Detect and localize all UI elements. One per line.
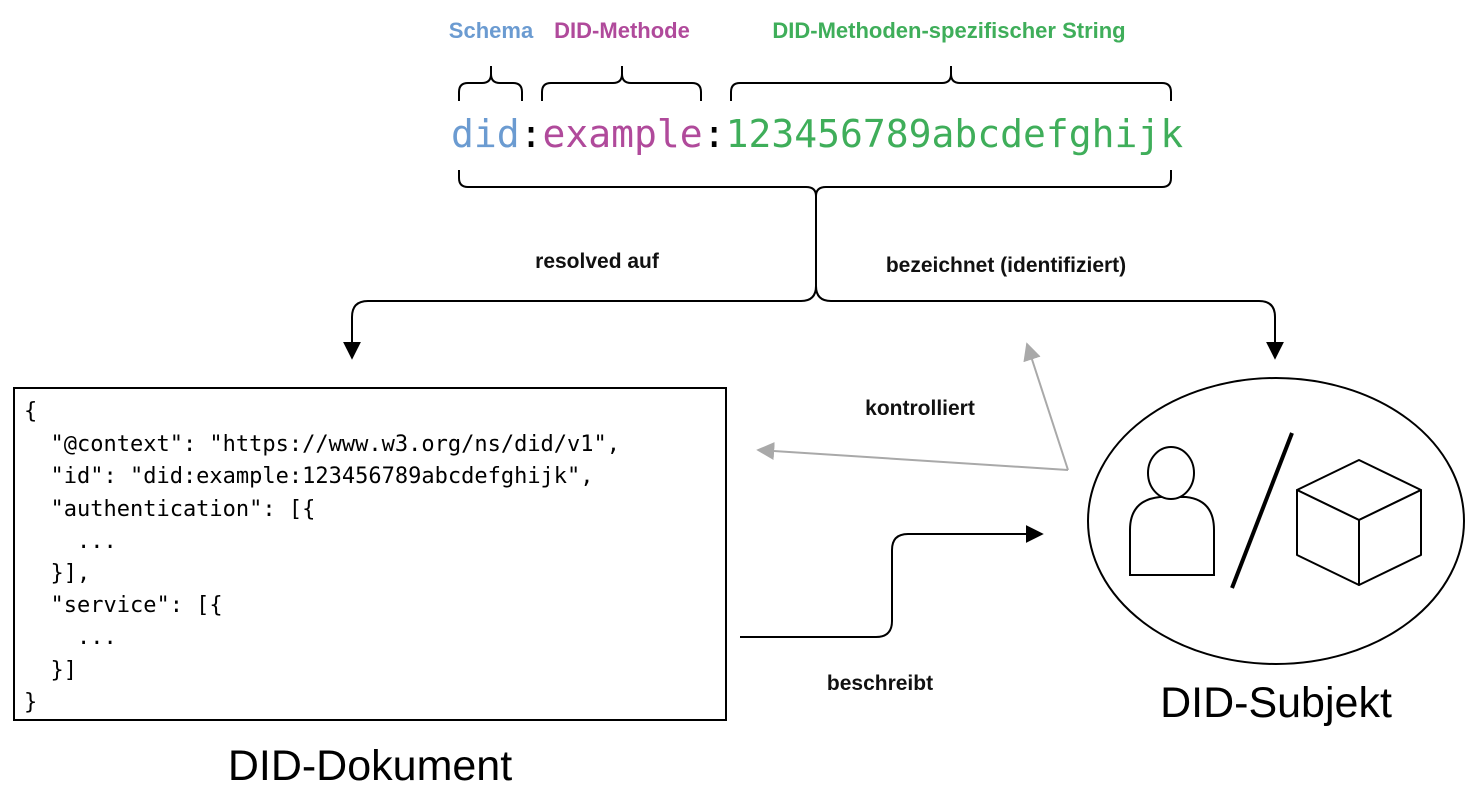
schema-label: Schema (449, 18, 534, 43)
did-specific-part: 123456789abcdefghijk (726, 112, 1184, 156)
code-line: "service": [{ (24, 593, 223, 618)
did-separator-2: : (703, 112, 726, 156)
person-icon (1129, 446, 1215, 576)
did-method-part: example (543, 112, 703, 156)
code-line: "@context": "https://www.w3.org/ns/did/v… (24, 432, 620, 457)
did-bottom-brace (458, 170, 1172, 197)
code-line: "authentication": [{ (24, 497, 315, 522)
describes-arrow (740, 525, 1044, 638)
did-document-box (13, 387, 727, 721)
did-subject-title: DID-Subjekt (1160, 679, 1392, 727)
describes-label: beschreibt (827, 672, 933, 695)
identifies-label: bezeichnet (identifiziert) (886, 254, 1126, 277)
controls-label: kontrolliert (865, 397, 975, 420)
slash-divider (1230, 432, 1294, 589)
method-specific-string-label: DID-Methoden-spezifischer String (772, 18, 1125, 43)
controls-arrow-to-document (756, 442, 1069, 471)
schema-brace (458, 66, 523, 101)
code-line: ... (24, 529, 117, 554)
code-line: } (24, 690, 37, 715)
code-line: }] (24, 658, 77, 683)
cube-icon (1296, 459, 1422, 586)
resolves-arrow (343, 196, 817, 360)
code-line: { (24, 399, 37, 424)
did-separator-1: : (520, 112, 543, 156)
controls-arrow-to-relation (1023, 342, 1069, 471)
code-line: ... (24, 625, 117, 650)
method-brace (541, 66, 702, 101)
identifies-arrow (815, 285, 1284, 360)
resolves-label: resolved auf (535, 250, 660, 273)
did-document-title: DID-Dokument (228, 742, 512, 790)
code-line: "id": "did:example:123456789abcdefghijk"… (24, 464, 594, 489)
specific-brace (730, 66, 1172, 101)
did-string: did:example:123456789abcdefghijk (451, 112, 1183, 156)
did-scheme-part: did (451, 112, 520, 156)
code-line: }], (24, 561, 90, 586)
did-method-label: DID-Methode (554, 18, 690, 43)
did-document-code: { "@context": "https://www.w3.org/ns/did… (24, 399, 620, 715)
